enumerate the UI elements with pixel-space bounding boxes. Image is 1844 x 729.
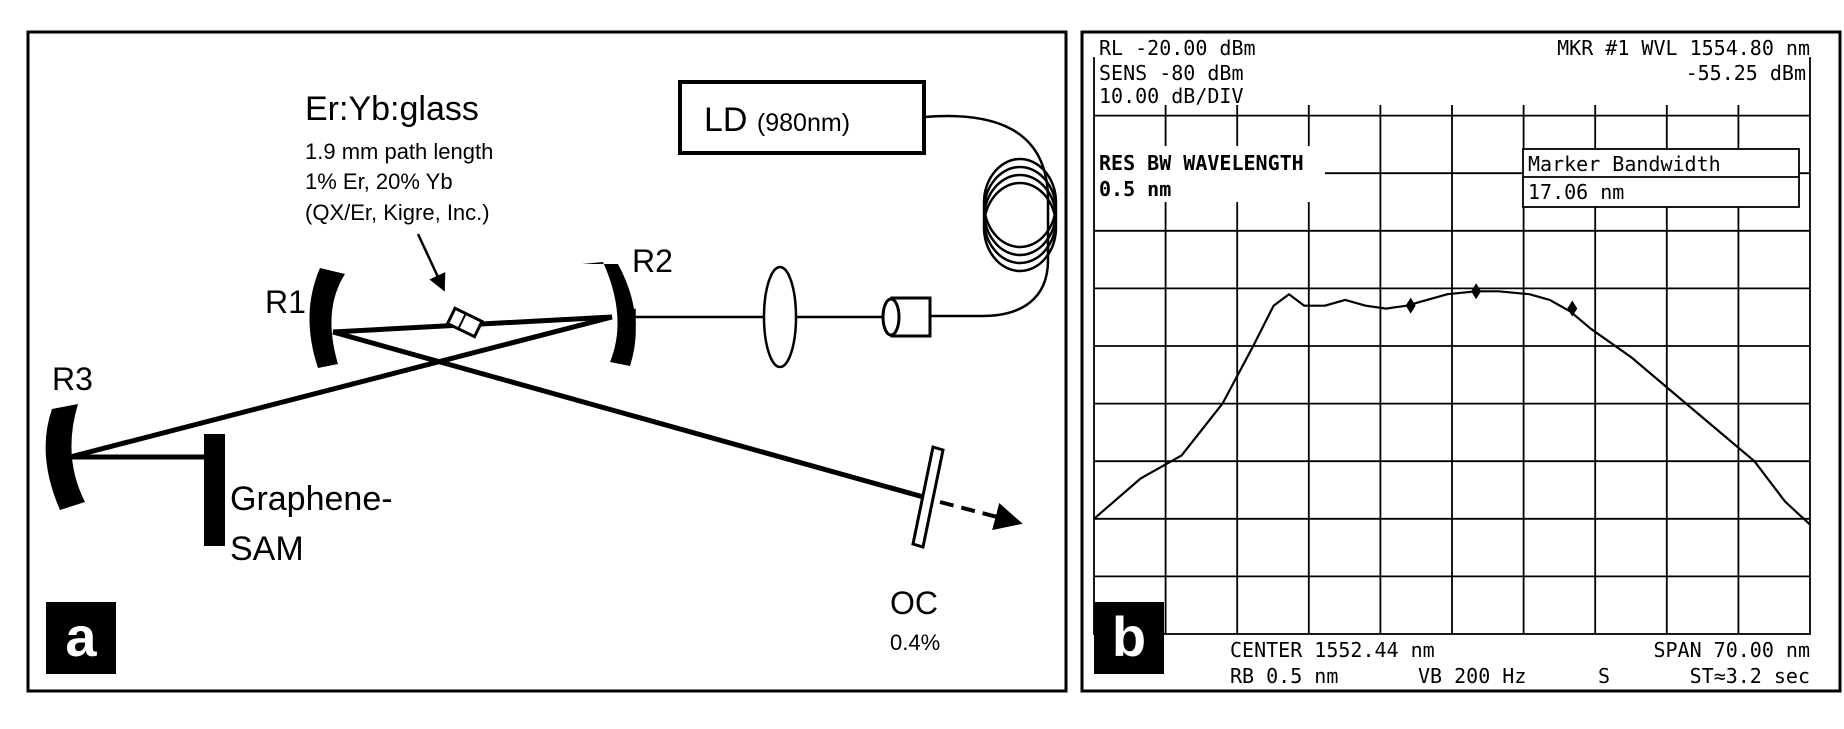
- video-bw: VB 200 Hz: [1418, 664, 1526, 688]
- gain-medium-title: Er:Yb:glass: [305, 90, 479, 128]
- marker-wavelength: MKR #1 WVL 1554.80 nm: [1557, 36, 1810, 60]
- spectrum-marker-2: [1567, 300, 1578, 317]
- panel-a: LD (980nm): [26, 30, 1068, 693]
- fiber-coil-icon: [982, 157, 1058, 273]
- laser-diode-label: LD (980nm): [704, 101, 850, 139]
- osa-grid: [1093, 57, 1811, 635]
- mirror-r3-label: R3: [52, 361, 93, 397]
- scale-per-div: 10.00 dB/DIV: [1099, 84, 1244, 108]
- panel-b: RL -20.00 dBm MKR #1 WVL 1554.80 nm SENS…: [1080, 30, 1842, 693]
- gain-medium-line2: 1% Er, 20% Yb: [305, 169, 453, 194]
- marker-bandwidth-label: Marker Bandwidth: [1528, 152, 1721, 176]
- sweep-mode: S: [1598, 664, 1610, 688]
- mirror-r1-label: R1: [265, 284, 306, 320]
- mirror-r3: [45, 404, 85, 510]
- ref-level: RL -20.00 dBm: [1099, 36, 1256, 60]
- gain-medium-line3: (QX/Er, Kigre, Inc.): [305, 200, 490, 225]
- lens-icon: [762, 265, 798, 369]
- output-beam: [939, 500, 1023, 531]
- output-coupler-label: OC: [890, 585, 938, 621]
- laser-diode-box: [678, 80, 926, 155]
- panel-b-badge: b: [1112, 605, 1146, 668]
- mirror-r2-label: R2: [632, 243, 673, 279]
- sweep-time: ST≈3.2 sec: [1690, 664, 1810, 688]
- marker-bandwidth-box: [1522, 148, 1800, 208]
- graphene-sam: [204, 434, 225, 546]
- crystal-icon: [445, 306, 484, 339]
- panel-a-badge-bg: [46, 602, 116, 674]
- crystal-pointer: [416, 233, 446, 292]
- res-bw-label: RES BW WAVELENGTH: [1099, 151, 1304, 175]
- panel-b-frame: [1080, 30, 1842, 693]
- gain-medium-line1: 1.9 mm path length: [305, 139, 493, 164]
- resolution-bw: RB 0.5 nm: [1230, 664, 1338, 688]
- header-mask: [1095, 35, 1809, 105]
- output-coupler-icon: [911, 445, 945, 549]
- spectrum-marker-0: [1405, 297, 1416, 314]
- panel-b-badge-bg: [1094, 602, 1164, 674]
- pump-path: LD (980nm): [618, 80, 1058, 369]
- spectrum-trace-0: [1093, 290, 1811, 526]
- marker-bandwidth-value: 17.06 nm: [1528, 180, 1624, 204]
- spectrum-marker-1: [1471, 283, 1482, 300]
- collimator-icon: [881, 296, 932, 338]
- sam-label-line1: Graphene-: [230, 480, 393, 518]
- mirror-r1: [309, 268, 345, 368]
- span: SPAN 70.00 nm: [1653, 638, 1810, 662]
- res-bw-value: 0.5 nm: [1099, 177, 1171, 201]
- spectrum-layer: [1093, 283, 1811, 526]
- marker-level: -55.25 dBm: [1686, 61, 1806, 85]
- center-wavelength: CENTER 1552.44 nm: [1230, 638, 1435, 662]
- res-bw-mask: [1095, 146, 1325, 202]
- sensitivity: SENS -80 dBm: [1099, 61, 1244, 85]
- sam-label-line2: SAM: [230, 530, 304, 568]
- panel-a-badge: a: [65, 605, 97, 668]
- output-coupler-value: 0.4%: [890, 630, 940, 655]
- mirror-r2: [582, 262, 636, 366]
